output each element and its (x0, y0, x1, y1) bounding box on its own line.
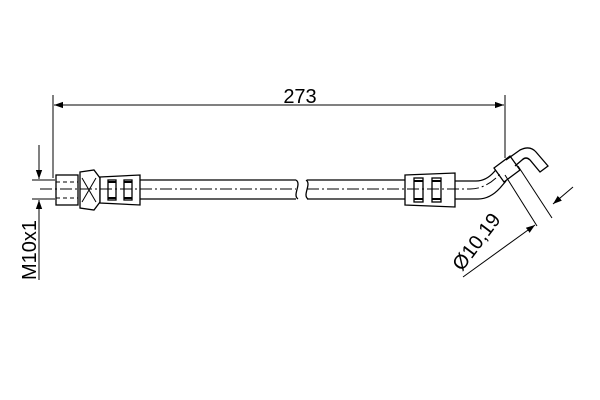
length-label: 273 (283, 86, 316, 108)
thread-label: M10x1 (19, 220, 41, 280)
thread-dimension: M10x1 (19, 145, 55, 280)
length-dimension: 273 (52, 86, 506, 178)
diameter-dimension: Ø10,19 (448, 165, 574, 278)
diameter-label: Ø10,19 (448, 209, 505, 275)
hose (40, 147, 549, 211)
